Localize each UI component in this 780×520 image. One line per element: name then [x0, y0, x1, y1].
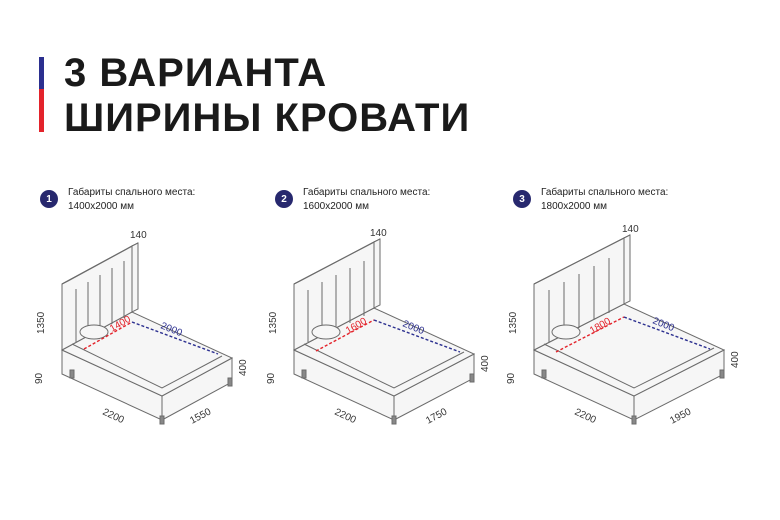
page-title-line-2: ШИРИНЫ КРОВАТИ [64, 96, 471, 140]
variant-3-caption-size: 1800х2000 мм [541, 201, 608, 212]
length-label: 2200 [333, 407, 358, 427]
leg-height-label: 90 [506, 372, 517, 384]
side-height-label: 400 [480, 355, 491, 372]
variant-3-number-badge: 3 [513, 190, 531, 208]
side-height-label: 400 [730, 351, 741, 368]
title-accent-red [39, 89, 44, 132]
variant-1-bed-drawing: 1400 2000 140 1350 90 400 2200 1550 [32, 224, 272, 434]
title-accent-blue [39, 57, 44, 89]
width-label: 1750 [424, 406, 449, 426]
bed-frame [532, 234, 726, 425]
height-label: 1350 [36, 311, 47, 334]
variant-3-caption: Габариты спального места: 1800х2000 мм [541, 186, 668, 214]
variant-2-caption: Габариты спального места: 1600х2000 мм [303, 186, 430, 214]
variant-1-caption-size: 1400х2000 мм [68, 201, 135, 212]
variant-1-number-badge: 1 [40, 190, 58, 208]
length-label: 2200 [101, 407, 126, 427]
headboard-depth-label: 140 [370, 228, 387, 239]
headboard-depth-label: 140 [622, 224, 639, 235]
side-height-label: 400 [238, 359, 249, 376]
variant-2-caption-size: 1600х2000 мм [303, 201, 370, 212]
variant-3-bed-drawing: 1800 2000 140 1350 90 400 2200 1950 [504, 224, 744, 434]
page-title-line-1: 3 ВАРИАНТА [64, 51, 328, 95]
width-label: 1550 [188, 406, 213, 426]
width-label: 1950 [668, 406, 693, 426]
variant-1-caption: Габариты спального места: 1400х2000 мм [68, 186, 195, 214]
bed-diagram-1: 1400 2000 140 1350 90 400 2200 1550 [34, 230, 249, 427]
leg-height-label: 90 [266, 372, 277, 384]
length-label: 2200 [573, 407, 598, 427]
variant-2-caption-label: Габариты спального места: [303, 187, 431, 198]
leg-height-label: 90 [34, 372, 45, 384]
bed-diagram-3: 1800 2000 140 1350 90 400 2200 1950 [506, 224, 741, 427]
bed-frame [292, 238, 476, 425]
height-label: 1350 [268, 311, 279, 334]
variant-1-caption-label: Габариты спального места: [68, 187, 196, 198]
variant-2-number-badge: 2 [275, 190, 293, 208]
variant-2-bed-drawing: 1600 2000 140 1350 90 400 2200 1750 [264, 224, 504, 434]
bed-frame [60, 242, 234, 425]
bed-diagram-2: 1600 2000 140 1350 90 400 2200 1750 [266, 228, 491, 427]
height-label: 1350 [508, 311, 519, 334]
variant-3-caption-label: Габариты спального места: [541, 187, 669, 198]
headboard-depth-label: 140 [130, 230, 147, 241]
